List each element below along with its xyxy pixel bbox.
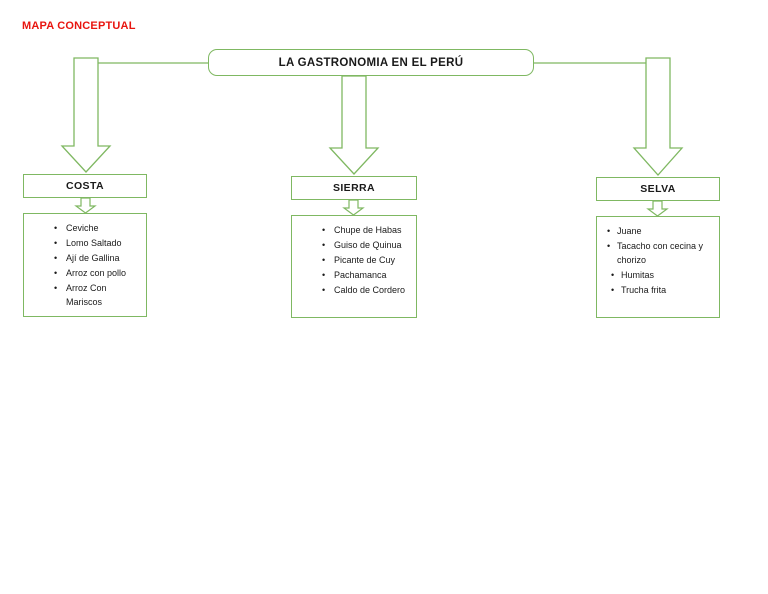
dish-label: Guiso de Quinua: [334, 240, 402, 250]
arrow-selva-to-list: [646, 200, 669, 217]
bullet-icon: •: [54, 268, 58, 278]
dish-list-costa: • Ceviche • Lomo Saltado • Ají de Gallin…: [30, 222, 140, 309]
dish-label: Tacacho con cecina y chorizo: [617, 241, 704, 265]
arrow-to-sierra: [328, 75, 380, 175]
arrow-costa-to-list: [74, 197, 97, 214]
list-item: • Tacacho con cecina y chorizo: [603, 240, 713, 267]
bullet-icon: •: [611, 269, 615, 280]
bullet-icon: •: [322, 270, 326, 280]
root-node-label: LA GASTRONOMIA EN EL PERÚ: [278, 56, 464, 69]
dish-label: Arroz Con Mariscos: [66, 283, 107, 307]
bullet-icon: •: [611, 284, 615, 295]
dish-list-box-sierra: • Chupe de Habas • Guiso de Quinua • Pic…: [291, 215, 417, 318]
list-item: • Arroz Con Mariscos: [30, 282, 140, 309]
dish-label: Trucha frita: [621, 284, 667, 295]
arrow-to-selva: [632, 57, 684, 176]
dish-label: Lomo Saltado: [66, 238, 122, 248]
dish-label: Caldo de Cordero: [334, 285, 406, 295]
bullet-icon: •: [322, 240, 326, 250]
bullet-icon: •: [54, 283, 58, 293]
list-item: • Lomo Saltado: [30, 237, 140, 251]
list-item: • Juane: [603, 225, 713, 239]
list-item: • Chupe de Habas: [298, 224, 410, 238]
dish-label: Humitas: [621, 269, 655, 280]
list-item: • Ají de Gallina: [30, 252, 140, 266]
list-item: • Picante de Cuy: [298, 254, 410, 268]
arrow-to-costa: [60, 57, 112, 173]
bullet-icon: •: [322, 255, 326, 265]
bullet-icon: •: [607, 226, 611, 236]
region-node-costa[interactable]: COSTA: [23, 174, 147, 198]
bullet-icon: •: [54, 253, 58, 263]
dish-label: Pachamanca: [334, 270, 387, 280]
region-label-selva: SELVA: [640, 183, 676, 195]
list-item: • Trucha frita: [603, 284, 713, 298]
bullet-icon: •: [54, 238, 58, 248]
dish-label: Ají de Gallina: [66, 253, 120, 263]
dish-label: Arroz con pollo: [66, 268, 127, 278]
region-node-selva[interactable]: SELVA: [596, 177, 720, 201]
list-item: • Arroz con pollo: [30, 267, 140, 281]
dish-label: Chupe de Habas: [334, 225, 402, 235]
root-node[interactable]: LA GASTRONOMIA EN EL PERÚ: [208, 49, 534, 76]
bullet-icon: •: [54, 223, 58, 233]
dish-list-box-costa: • Ceviche • Lomo Saltado • Ají de Gallin…: [23, 213, 147, 317]
bullet-icon: •: [607, 241, 611, 251]
page-title: MAPA CONCEPTUAL: [22, 20, 136, 32]
region-label-sierra: SIERRA: [332, 182, 376, 194]
list-item: • Guiso de Quinua: [298, 239, 410, 253]
dish-label: Juane: [617, 226, 642, 236]
dish-label: Picante de Cuy: [334, 255, 396, 265]
dish-list-box-selva: • Juane • Tacacho con cecina y chorizo •…: [596, 216, 720, 318]
region-node-sierra[interactable]: SIERRA: [291, 176, 417, 200]
dish-label: Ceviche: [66, 223, 99, 233]
list-item: • Pachamanca: [298, 269, 410, 283]
region-label-costa: COSTA: [66, 180, 104, 192]
dish-list-sierra: • Chupe de Habas • Guiso de Quinua • Pic…: [298, 224, 410, 298]
dish-list-selva: • Juane • Tacacho con cecina y chorizo •…: [603, 225, 713, 297]
list-item: • Humitas: [603, 269, 713, 283]
bullet-icon: •: [322, 225, 326, 235]
bullet-icon: •: [322, 285, 326, 295]
list-item: • Ceviche: [30, 222, 140, 236]
list-item: • Caldo de Cordero: [298, 284, 410, 298]
arrow-sierra-to-list: [342, 199, 365, 216]
